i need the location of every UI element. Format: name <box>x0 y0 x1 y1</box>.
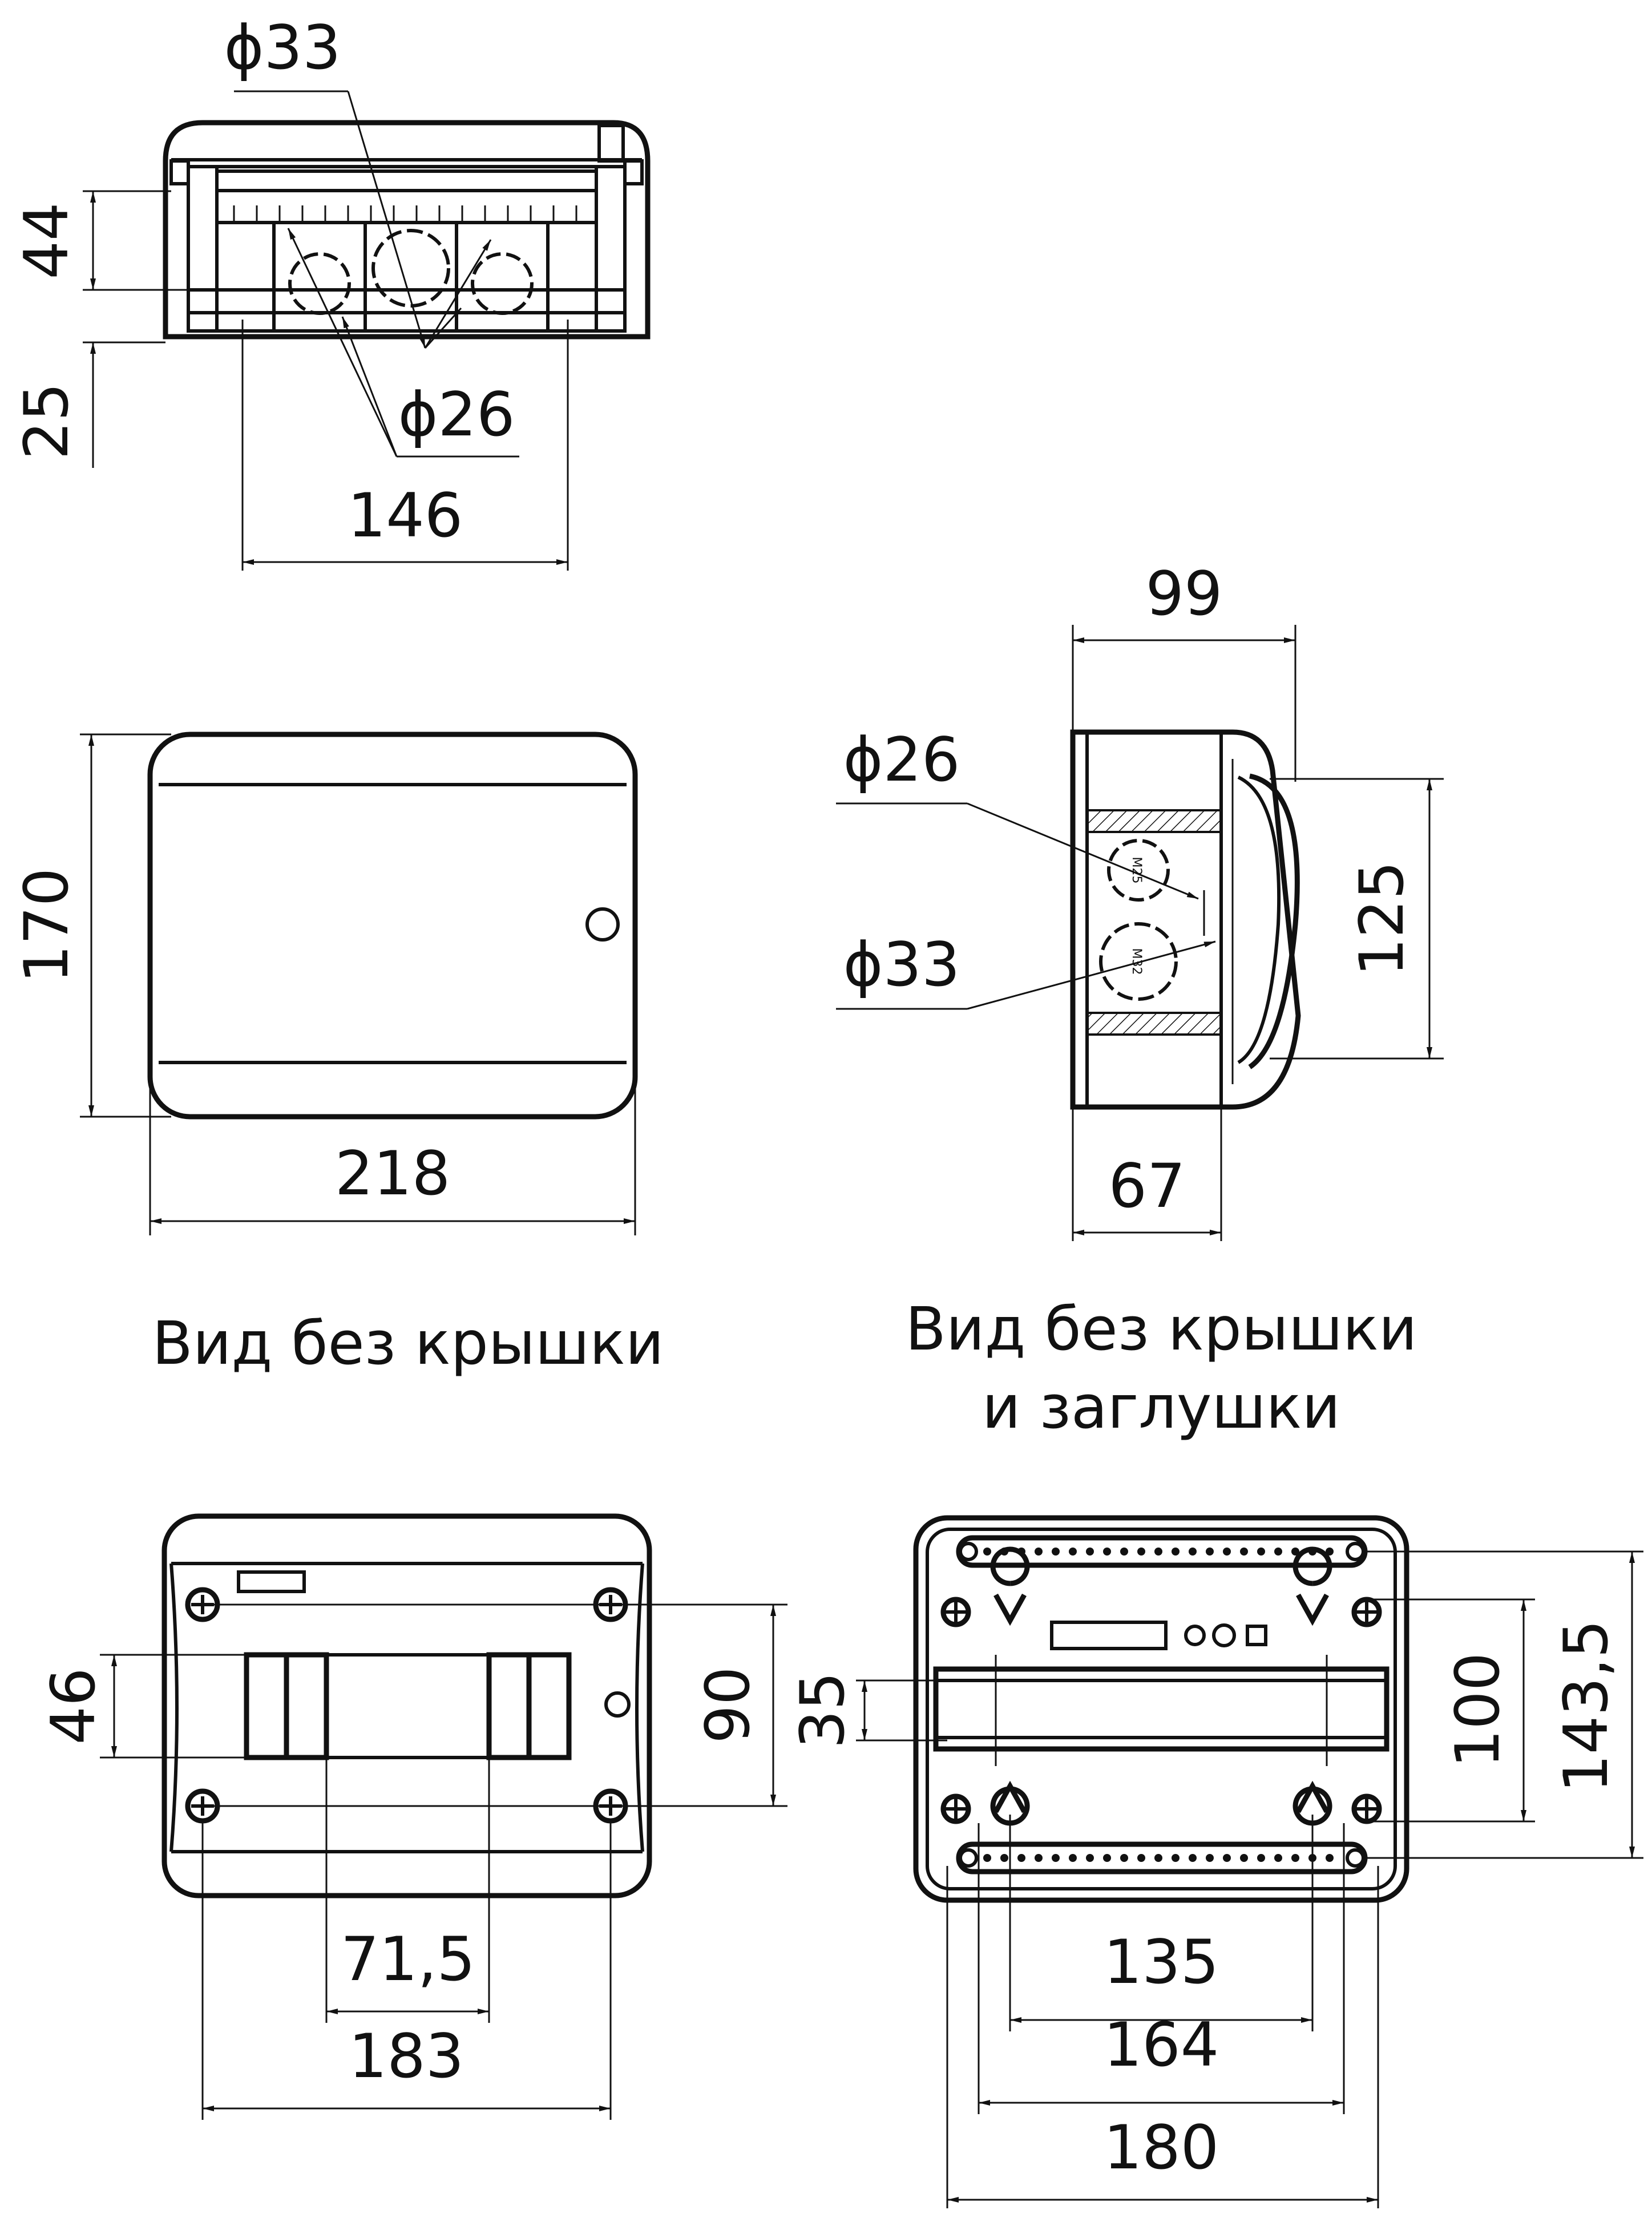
dim-146-label: 146 <box>348 480 463 551</box>
top-terminal-holes <box>983 1548 1334 1556</box>
no-cover-no-plug-view: 35 100 143,5 135 164 <box>787 1515 1643 2208</box>
screw-right-upper-icon <box>1351 1597 1382 1627</box>
side-view-dim-67: 67 <box>1072 1107 1222 1241</box>
no-cover-dim-71-5: 71,5 <box>325 1758 490 2023</box>
knockout-m25-label: M25 <box>1129 857 1144 884</box>
no-cover-dim-90: 90 <box>203 1603 787 1807</box>
top-view-dim-height: 44 25 <box>11 190 217 468</box>
dim-35-label: 35 <box>787 1672 858 1749</box>
screw-right-lower-icon <box>1351 1793 1382 1824</box>
phi26-side-label: ϕ26 <box>843 725 960 795</box>
no-cover-dim-46: 46 <box>38 1654 251 1759</box>
dim-99-label: 99 <box>1146 559 1223 629</box>
no-plug-dim-100: 100 <box>1367 1598 1535 1823</box>
dim-125-label: 125 <box>1347 861 1417 976</box>
top-view-dim-width: 146 <box>241 320 569 571</box>
top-view: 44 25 146 ϕ33 ϕ26 <box>11 13 651 571</box>
dim-170-label: 170 <box>11 868 82 983</box>
top-view-dim-phi33: ϕ33 <box>224 13 426 349</box>
dim-71-5-label: 71,5 <box>341 1924 475 1994</box>
no-cover-dim-183: 183 <box>201 1820 612 2120</box>
dim-100-label: 100 <box>1443 1653 1513 1768</box>
caption-no-cover: Вид без крышки <box>152 1308 664 1378</box>
side-view-body: M25 M32 <box>1070 729 1301 1110</box>
dim-46-label: 46 <box>38 1668 108 1745</box>
phi33-side-label: ϕ33 <box>843 930 960 1000</box>
dim-44-label: 44 <box>11 203 82 280</box>
side-view-dim-phi26: ϕ26 <box>836 725 1199 900</box>
front-door-latch <box>585 907 620 942</box>
screw-left-upper-icon <box>940 1597 971 1627</box>
dim-218-label: 218 <box>335 1138 450 1209</box>
top-view-dim-phi26: ϕ26 <box>287 228 519 458</box>
no-cover-view: 46 90 71,5 183 <box>38 1513 787 2120</box>
dim-90-label: 90 <box>693 1667 763 1744</box>
caption-no-cover-no-plug-line2: и заглушки <box>982 1372 1340 1442</box>
front-view-body <box>147 732 638 1120</box>
side-view-dim-phi33: ϕ33 <box>836 930 1216 1010</box>
dim-183-label: 183 <box>349 2021 464 2091</box>
screw-left-lower-icon <box>940 1793 971 1824</box>
no-plug-dim-180: 180 <box>946 1866 1379 2208</box>
front-view-dim-width: 218 <box>149 1084 636 1235</box>
no-plug-dim-143-5: 143,5 <box>1365 1550 1643 1859</box>
no-cover-no-plug-body <box>913 1515 1409 1903</box>
side-view-dim-125: 125 <box>1270 778 1444 1060</box>
side-view: M25 M32 99 67 125 <box>836 559 1444 1241</box>
no-plug-dim-35: 35 <box>787 1672 947 1749</box>
dim-67-label: 67 <box>1109 1151 1186 1221</box>
side-view-dim-99: 99 <box>1072 559 1296 782</box>
bottom-terminal-holes <box>983 1854 1334 1862</box>
no-plug-dim-164: 164 <box>978 1823 1345 2114</box>
top-view-body <box>163 120 651 340</box>
phi26-top-label: ϕ26 <box>398 379 515 450</box>
dim-25-label: 25 <box>11 383 82 460</box>
no-cover-body <box>161 1513 652 1898</box>
front-view: 170 218 <box>11 732 638 1235</box>
dim-180-label: 180 <box>1104 2112 1219 2183</box>
phi33-top-label: ϕ33 <box>224 13 341 83</box>
dim-143-5-label: 143,5 <box>1551 1619 1621 1792</box>
dim-135-label: 135 <box>1104 1927 1219 1997</box>
caption-no-cover-no-plug-line1: Вид без крышки <box>906 1294 1417 1364</box>
dim-164-label: 164 <box>1104 2010 1219 2080</box>
no-plug-dim-135: 135 <box>1009 1815 1314 2031</box>
front-view-dim-height: 170 <box>11 733 171 1118</box>
